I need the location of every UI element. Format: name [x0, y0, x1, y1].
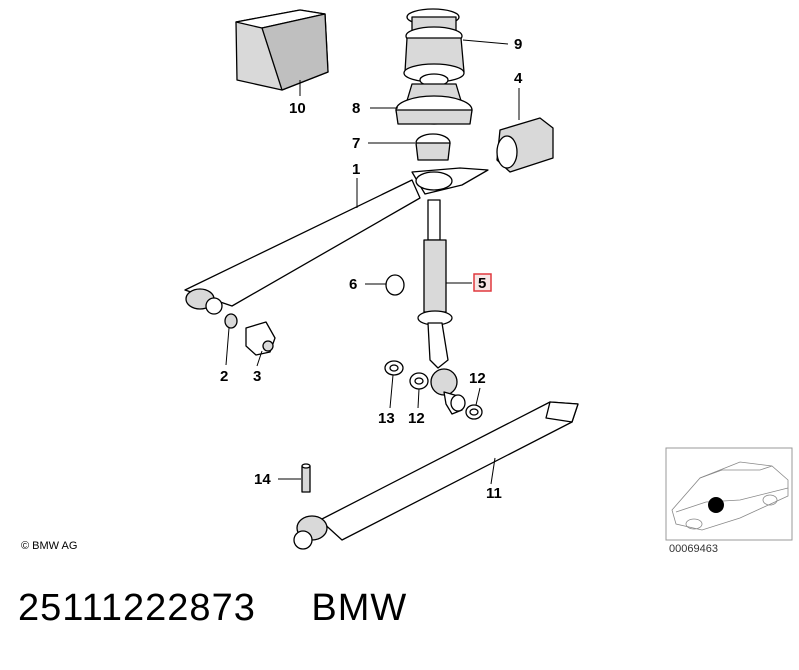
callout-10: 10	[289, 100, 306, 117]
part-9-boot-clamp	[403, 8, 465, 83]
part-number: 25111222873	[18, 587, 256, 629]
part-13-washer	[384, 360, 404, 376]
callout-4: 4	[514, 70, 523, 87]
callout-12-left: 12	[408, 410, 425, 427]
callout-11: 11	[486, 485, 502, 502]
part-8-rubber-boot	[395, 73, 473, 125]
part-2-bushing	[224, 313, 238, 329]
footer-caption: 25111222873 BMW	[18, 587, 407, 630]
part-3-clip	[245, 321, 276, 356]
callout-13: 13	[378, 410, 395, 427]
part-12-washer-left	[409, 372, 429, 390]
callout-8: 8	[352, 100, 360, 117]
callout-3: 3	[253, 368, 261, 385]
vehicle-thumbnail	[665, 447, 793, 541]
part-1-selector-rod	[184, 167, 489, 315]
part-4-sleeve	[496, 117, 554, 173]
callout-5-highlight	[473, 273, 492, 292]
callout-9: 9	[514, 36, 522, 53]
callout-12-right: 12	[469, 370, 486, 387]
part-11-shift-rod	[293, 401, 579, 550]
location-marker-icon	[708, 497, 724, 513]
part-12-washer-right	[465, 404, 483, 420]
callout-5: 5	[478, 275, 486, 292]
part-14-pin	[301, 463, 311, 493]
callout-7: 7	[352, 135, 360, 152]
part-6-o-ring	[385, 274, 405, 296]
thumbnail-reference-number: 00069463	[669, 543, 718, 555]
copyright-notice: © BMW AG	[21, 540, 78, 552]
callout-2: 2	[220, 368, 228, 385]
callout-6: 6	[349, 276, 357, 293]
callout-labels: 10 9 8 4 7 1 5 6 2 3 12 13 12 14 11	[220, 36, 523, 502]
brand-name: BMW	[311, 587, 408, 629]
part-5-shift-lever	[417, 199, 466, 415]
part-10-cover	[235, 9, 329, 91]
callout-14: 14	[254, 471, 271, 488]
callout-1: 1	[352, 161, 360, 178]
leader-lines	[225, 39, 520, 485]
part-7-bushing	[415, 133, 451, 161]
